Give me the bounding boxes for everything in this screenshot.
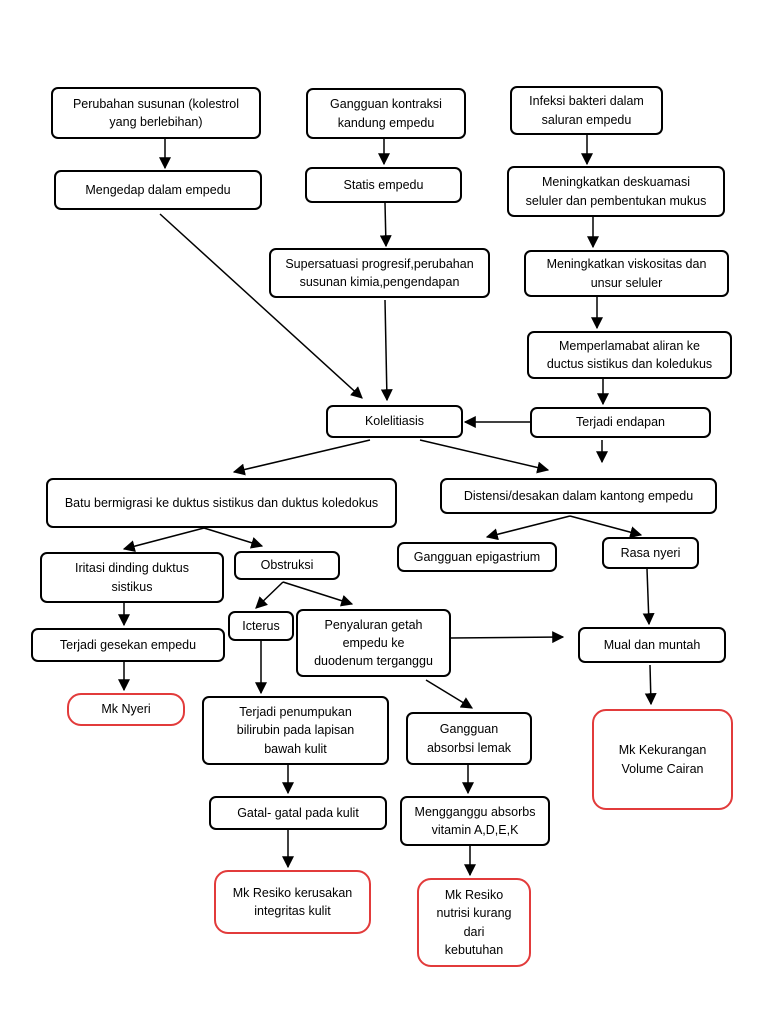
node-label: Mk Resiko kerusakan integritas kulit <box>232 885 353 918</box>
node-obstruksi: Obstruksi <box>234 551 340 580</box>
node-label: Icterus <box>242 618 280 633</box>
diagnosis-mk-resiko-nutrisi-kurang: Mk Resiko nutrisi kurang dari kebutuhan <box>417 878 531 967</box>
node-label: Meningkatkan deskuamasi seluler dan pemb… <box>525 175 707 208</box>
node-label: Gangguan kontraksi kandung empedu <box>330 97 442 130</box>
node-meningkatkan-viskositas: Meningkatkan viskositas dan unsur selule… <box>524 250 729 297</box>
node-label: Mengedap dalam empedu <box>85 182 231 197</box>
node-label: Mengganggu absorbs vitamin A,D,E,K <box>414 804 536 837</box>
node-label: Mk Nyeri <box>101 702 151 717</box>
flow-arrow <box>569 515 643 539</box>
flow-arrow <box>232 439 371 476</box>
flow-arrow <box>450 631 565 644</box>
flow-arrow <box>379 202 392 248</box>
flow-arrow <box>644 664 657 706</box>
node-mengganggu-absorbs-vitamin: Mengganggu absorbs vitamin A,D,E,K <box>400 796 550 846</box>
node-terjadi-endapan: Terjadi endapan <box>530 407 711 438</box>
node-supersaturasi: Supersatuasi progresif,perubahan susunan… <box>269 248 490 298</box>
flow-arrow <box>282 581 354 607</box>
flow-arrow <box>419 439 550 474</box>
node-memperlambat-aliran: Memperlamabat aliran ke ductus sistikus … <box>527 331 732 379</box>
node-label: Kolelitiasis <box>364 414 425 429</box>
node-label: Statis empedu <box>343 177 424 192</box>
node-gangguan-epigastrium: Gangguan epigastrium <box>397 542 557 572</box>
node-mengedap: Mengedap dalam empedu <box>54 170 262 210</box>
node-statis-empedu: Statis empedu <box>305 167 462 203</box>
node-label: Rasa nyeri <box>620 545 681 560</box>
node-label: Mk Kekurangan Volume Cairan <box>618 743 707 776</box>
node-label: Gatal- gatal pada kulit <box>237 805 359 820</box>
node-label: Obstruksi <box>260 558 314 573</box>
node-terjadi-gesekan: Terjadi gesekan empedu <box>31 628 225 662</box>
flow-arrow <box>425 679 474 709</box>
flow-arrow <box>642 568 655 626</box>
node-mual-muntah: Mual dan muntah <box>578 627 726 663</box>
node-label: Terjadi endapan <box>576 415 665 430</box>
node-label: Gangguan epigastrium <box>413 549 541 564</box>
flow-arrow <box>255 581 284 609</box>
node-meningkatkan-deskuamasi: Meningkatkan deskuamasi seluler dan pemb… <box>507 166 725 217</box>
diagnosis-mk-nyeri: Mk Nyeri <box>67 693 185 726</box>
flow-arrow <box>159 213 363 399</box>
node-label: Supersatuasi progresif,perubahan susunan… <box>285 256 474 289</box>
node-label: Terjadi gesekan empedu <box>59 637 197 652</box>
flow-arrow <box>380 299 393 402</box>
flow-arrow <box>122 527 205 553</box>
flow-arrow <box>485 515 571 541</box>
node-batu-bermigrasi: Batu bermigrasi ke duktus sistikus dan d… <box>46 478 397 528</box>
flow-arrow <box>203 527 264 549</box>
node-label: Gangguan absorbsi lemak <box>426 722 512 755</box>
diagnosis-mk-resiko-kerusakan-integritas-kulit: Mk Resiko kerusakan integritas kulit <box>214 870 371 934</box>
node-kolelitiasis: Kolelitiasis <box>326 405 463 438</box>
node-label: Iritasi dinding duktus sistikus <box>75 561 189 594</box>
node-penyaluran-getah: Penyaluran getah empedu ke duodenum terg… <box>296 609 451 677</box>
node-label: Infeksi bakteri dalam saluran empedu <box>529 94 644 127</box>
node-distensi: Distensi/desakan dalam kantong empedu <box>440 478 717 514</box>
node-label: Penyaluran getah empedu ke duodenum terg… <box>314 617 433 669</box>
node-label: Batu bermigrasi ke duktus sistikus dan d… <box>64 495 379 510</box>
node-label: Mual dan muntah <box>603 637 701 652</box>
node-label: Perubahan susunan (kolestrol yang berleb… <box>72 96 240 129</box>
node-gatal-gatal: Gatal- gatal pada kulit <box>209 796 387 830</box>
node-iritasi-dinding: Iritasi dinding duktus sistikus <box>40 552 224 603</box>
node-penumpukan-bilirubin: Terjadi penumpukan bilirubin pada lapisa… <box>202 696 389 765</box>
node-perubahan-susunan: Perubahan susunan (kolestrol yang berleb… <box>51 87 261 139</box>
node-infeksi-bakteri: Infeksi bakteri dalam saluran empedu <box>510 86 663 135</box>
node-gangguan-kontraksi: Gangguan kontraksi kandung empedu <box>306 88 466 139</box>
node-label: Mk Resiko nutrisi kurang dari kebutuhan <box>436 888 512 957</box>
diagnosis-mk-kekurangan-volume-cairan: Mk Kekurangan Volume Cairan <box>592 709 733 810</box>
node-label: Meningkatkan viskositas dan unsur selule… <box>546 257 707 290</box>
node-icterus: Icterus <box>228 611 294 641</box>
node-label: Distensi/desakan dalam kantong empedu <box>463 488 694 503</box>
node-rasa-nyeri: Rasa nyeri <box>602 537 699 569</box>
node-label: Terjadi penumpukan bilirubin pada lapisa… <box>236 705 355 756</box>
node-gangguan-absorbsi-lemak: Gangguan absorbsi lemak <box>406 712 532 765</box>
node-label: Memperlamabat aliran ke ductus sistikus … <box>546 338 713 371</box>
